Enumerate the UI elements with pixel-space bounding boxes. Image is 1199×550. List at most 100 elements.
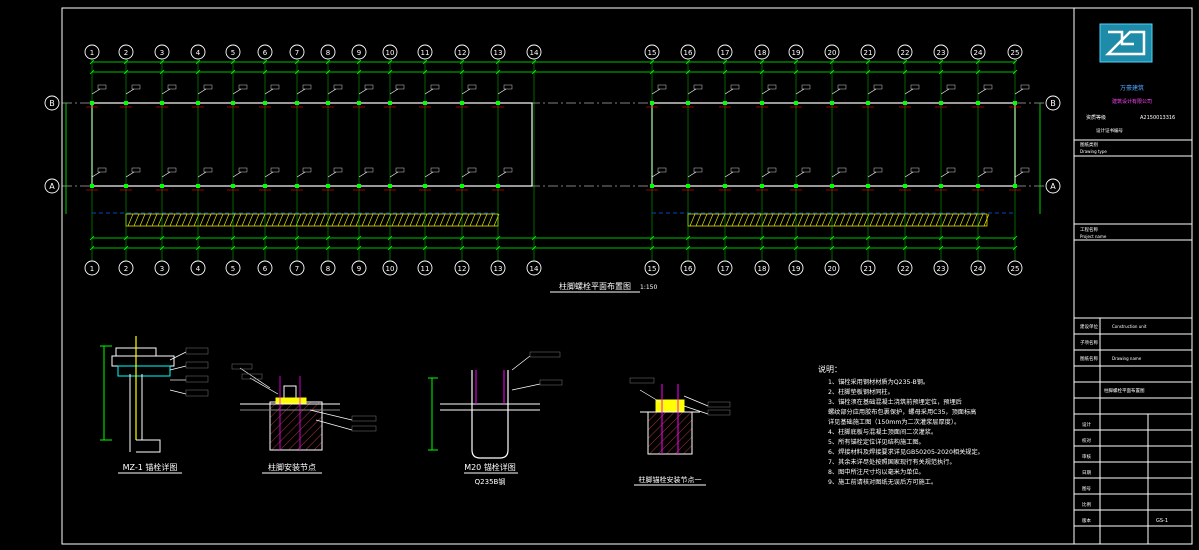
column-bubble (225, 260, 241, 276)
hatch-line (133, 213, 140, 227)
row-label-right: A (1050, 182, 1056, 191)
anchor-bolt-mark (650, 184, 654, 188)
hatch-line (163, 213, 170, 227)
dimension-tick (793, 245, 799, 251)
column-label: 12 (458, 265, 467, 273)
hatch-line (815, 213, 822, 227)
bolt-tag (97, 167, 107, 173)
anchor-bolt-mark (686, 184, 690, 188)
dimension-tick (902, 69, 908, 75)
bolt-leader (651, 171, 661, 178)
dimension-tick (975, 59, 981, 65)
field-version: 版本 (1082, 517, 1091, 524)
bolt-leader (831, 88, 841, 95)
bolt-leader (977, 171, 987, 178)
bolt-tag (1020, 84, 1030, 90)
hatch-line (959, 213, 966, 227)
dimension-tick (159, 59, 165, 65)
hatch-line (433, 213, 440, 227)
column-bubble (717, 44, 733, 60)
row-bubble-left (44, 95, 60, 111)
dimension-tick (685, 59, 691, 65)
bolt-leader (327, 88, 337, 95)
bolt-tag (657, 84, 667, 90)
column-bubble (644, 260, 660, 276)
dimension-tick (356, 59, 362, 65)
bolt-tag (270, 167, 280, 173)
anchor-bolt-mark (976, 184, 980, 188)
column-label: 21 (864, 265, 873, 273)
anchor-bolt-mark (1013, 184, 1017, 188)
bolt-leader (687, 171, 697, 178)
hatch-line (923, 213, 930, 227)
dimension-tick (89, 235, 95, 241)
dimension-tick (722, 59, 728, 65)
row-bubble-right (1045, 95, 1061, 111)
hatch-line (851, 213, 858, 227)
anchor-bolt-mark (326, 184, 330, 188)
bolt-tag (730, 167, 740, 173)
dimension-tick (1012, 59, 1018, 65)
company-name: 万豪建筑 (1120, 84, 1144, 92)
dimension-tick (975, 245, 981, 251)
bolt-tag (767, 84, 777, 90)
bolt-leader (724, 88, 734, 95)
bolt-tag (837, 167, 847, 173)
dimension-tick (89, 69, 95, 75)
cert-label: 资质等级 (1086, 114, 1106, 121)
column-label: 14 (530, 265, 539, 273)
dimension-tick (89, 59, 95, 65)
column-bubble (680, 260, 696, 276)
column-bubble (454, 260, 470, 276)
column-label: 15 (648, 265, 657, 273)
dimension-tick (230, 245, 236, 251)
anchor-bolt-mark (794, 101, 798, 105)
column-label: 2 (124, 265, 128, 273)
anchor-bolt-mark (650, 101, 654, 105)
dimension-tick (325, 245, 331, 251)
column-bubble (382, 260, 398, 276)
column-bubble (320, 44, 336, 60)
anchor-bolt-mark (90, 184, 94, 188)
hatch-line (427, 213, 434, 227)
dimension-tick (531, 235, 537, 241)
bolt-leader (461, 171, 471, 178)
column-bubble (788, 44, 804, 60)
notes-title: 说明： (818, 364, 842, 374)
hatch-line (481, 213, 488, 227)
bolt-leader (424, 88, 434, 95)
bolt-leader (461, 88, 471, 95)
column-label: 10 (386, 265, 395, 273)
column-bubble (225, 44, 241, 60)
dimension-tick (195, 245, 201, 251)
bolt-leader (197, 171, 207, 178)
dimension-tick (262, 245, 268, 251)
dimension-tick (902, 59, 908, 65)
anchor-bolt-mark (263, 101, 267, 105)
bolt-leader (795, 88, 805, 95)
bolt-leader (389, 171, 399, 178)
column-label: 23 (937, 49, 946, 57)
bolt-leader (161, 171, 171, 178)
dimension-tick (387, 245, 393, 251)
hatch-line (737, 213, 744, 227)
hatch-line (187, 213, 194, 227)
note-line: 7、其余未详尽处按照国家现行有关规范执行。 (828, 458, 956, 466)
bolt-tag (801, 84, 811, 90)
bolt-tag (657, 167, 667, 173)
project-label: 工程名称 (1080, 226, 1098, 233)
dimension-tick (685, 69, 691, 75)
hatch-line (845, 213, 852, 227)
hatch-line (797, 213, 804, 227)
column-bubble (644, 44, 660, 60)
bolt-leader (940, 88, 950, 95)
hatch-line (463, 213, 470, 227)
note-line: 1、锚栓采用钢材材质为Q235-B钢。 (828, 378, 929, 386)
note-line: 3、锚栓须在基础混凝土浇筑前预埋定位，预埋后 (828, 398, 962, 406)
column-label: 15 (648, 49, 657, 57)
anchor-bolt-mark (357, 184, 361, 188)
column-bubble (933, 260, 949, 276)
hatch-line (953, 213, 960, 227)
dimension-tick (902, 235, 908, 241)
column-bubble (1007, 260, 1023, 276)
